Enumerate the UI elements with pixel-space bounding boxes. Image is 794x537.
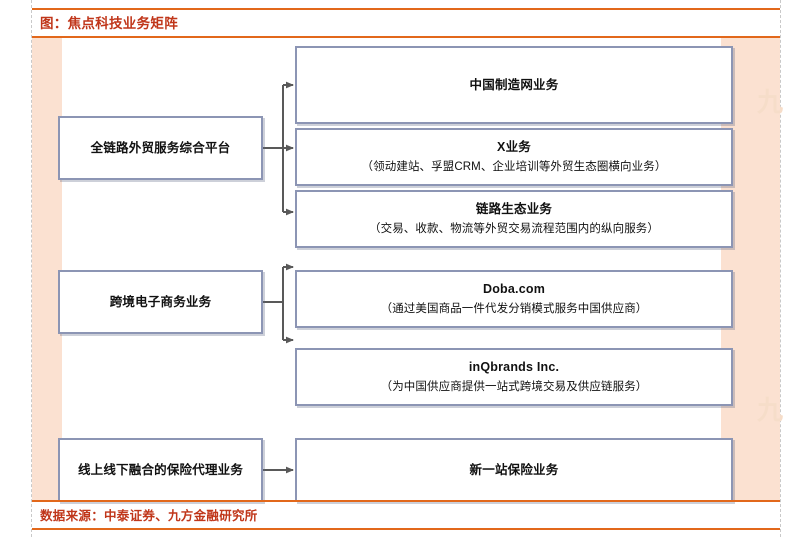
node-chain-ecology[interactable]: 链路生态业务 （交易、收款、物流等外贸交易流程范围内的纵向服务） bbox=[295, 190, 733, 248]
node-made-in-china[interactable]: 中国制造网业务 bbox=[295, 46, 733, 124]
node-title: inQbrands Inc. bbox=[468, 360, 560, 375]
node-subtitle: （领动建站、孚盟CRM、企业培训等外贸生态圈横向业务） bbox=[361, 160, 667, 173]
node-inqbrands[interactable]: inQbrands Inc. （为中国供应商提供一站式跨境交易及供应链服务） bbox=[295, 348, 733, 406]
connector-group-trade-platform bbox=[263, 81, 294, 216]
node-subtitle: （通过美国商品一件代发分销模式服务中国供应商） bbox=[380, 302, 648, 315]
node-title: 全链路外贸服务综合平台 bbox=[90, 140, 231, 155]
source-note: 数据来源：中泰证券、九方金融研究所 bbox=[40, 509, 258, 523]
node-title: 新一站保险业务 bbox=[469, 462, 559, 477]
source-rule-bottom bbox=[32, 528, 780, 530]
decorative-band-left bbox=[32, 38, 62, 500]
node-title: 中国制造网业务 bbox=[469, 77, 559, 92]
node-cross-border[interactable]: 跨境电子商务业务 bbox=[58, 270, 263, 334]
diagram-canvas: 全链路外贸服务综合平台 中国制造网业务 X业务 （领动建站、孚盟CRM、企业培训… bbox=[0, 38, 794, 502]
node-title: X业务 bbox=[497, 140, 531, 155]
title-rule-bottom bbox=[32, 36, 780, 38]
node-title: 链路生态业务 bbox=[475, 202, 553, 217]
node-subtitle: （为中国供应商提供一站式跨境交易及供应链服务） bbox=[380, 380, 648, 393]
figure-title: 图：焦点科技业务矩阵 bbox=[40, 16, 178, 31]
node-title: Doba.com bbox=[482, 282, 546, 297]
page-guide-right-line bbox=[780, 0, 781, 537]
node-subtitle: （交易、收款、物流等外贸交易流程范围内的纵向服务） bbox=[369, 222, 659, 235]
node-title: 跨境电子商务业务 bbox=[109, 294, 212, 309]
node-trade-platform[interactable]: 全链路外贸服务综合平台 bbox=[58, 116, 263, 180]
node-doba[interactable]: Doba.com （通过美国商品一件代发分销模式服务中国供应商） bbox=[295, 270, 733, 328]
page-guide-left-line bbox=[31, 0, 32, 537]
title-rule-top bbox=[32, 8, 780, 10]
source-rule-top bbox=[32, 500, 780, 502]
node-insurance-agency[interactable]: 线上线下融合的保险代理业务 bbox=[58, 438, 263, 502]
connector-lines bbox=[263, 81, 294, 474]
node-x-business[interactable]: X业务 （领动建站、孚盟CRM、企业培训等外贸生态圈横向业务） bbox=[295, 128, 733, 186]
node-title: 线上线下融合的保险代理业务 bbox=[77, 462, 244, 477]
connector-group-cross-border bbox=[263, 263, 294, 344]
node-new-one-stop-insurance[interactable]: 新一站保险业务 bbox=[295, 438, 733, 502]
